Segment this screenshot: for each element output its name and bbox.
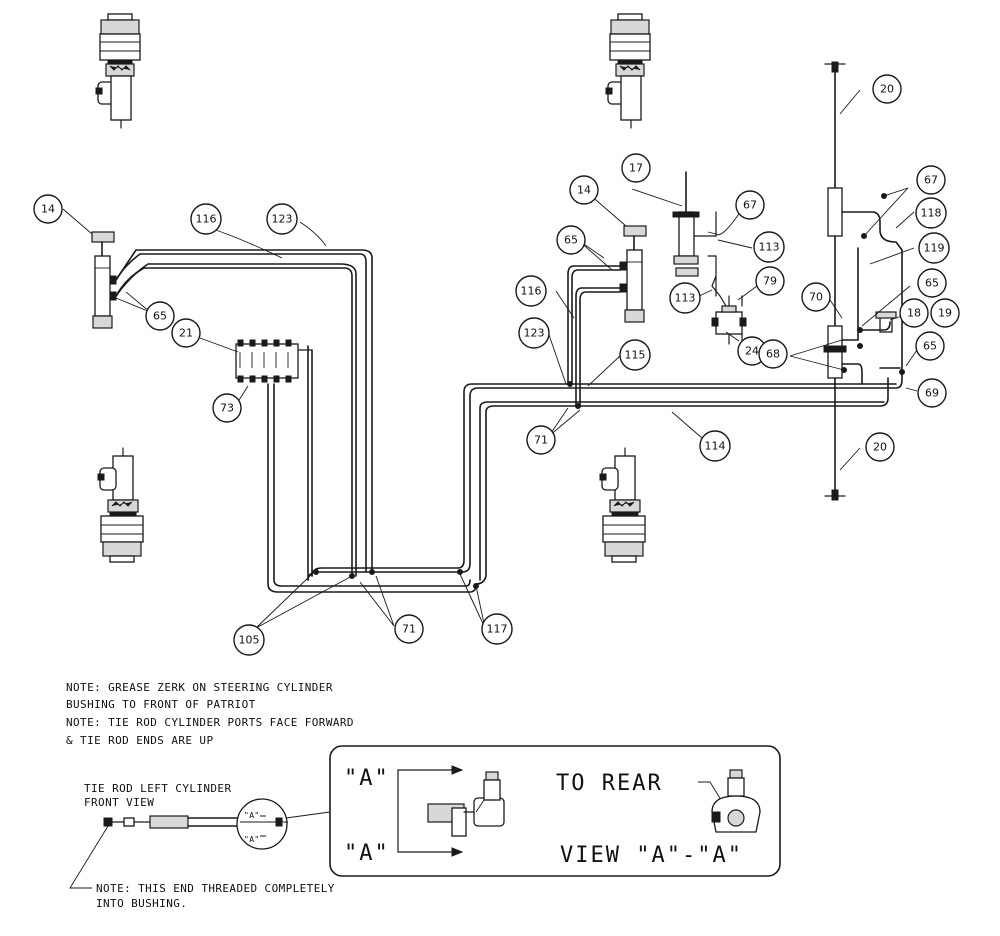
- svg-text:65: 65: [564, 234, 578, 247]
- balloon-20-top: 20: [872, 74, 902, 104]
- svg-text:115: 115: [625, 349, 646, 362]
- note-line-3: NOTE: TIE ROD CYLINDER PORTS FACE FORWAR…: [66, 716, 354, 729]
- note-line-4: & TIE ROD ENDS ARE UP: [66, 734, 213, 747]
- wheel-hub-bottom-left: [97, 447, 144, 563]
- svg-text:14: 14: [41, 203, 55, 216]
- balloon-123-left: 123: [266, 203, 298, 235]
- svg-text:17: 17: [629, 162, 643, 175]
- svg-text:67: 67: [743, 199, 757, 212]
- tie-rod-cylinder: [823, 61, 897, 501]
- leader-lines: [62, 89, 918, 629]
- svg-text:116: 116: [196, 213, 217, 226]
- svg-text:65: 65: [925, 277, 939, 290]
- balloon-65-left: 65: [145, 301, 175, 331]
- section-label-bottom: "A": [344, 841, 390, 866]
- balloon-123-right: 123: [518, 317, 550, 349]
- svg-text:123: 123: [272, 213, 293, 226]
- svg-text:20: 20: [880, 83, 894, 96]
- svg-text:68: 68: [766, 348, 780, 361]
- svg-text:67: 67: [924, 174, 938, 187]
- balloon-21: 21: [171, 318, 201, 348]
- svg-text:18: 18: [907, 307, 921, 320]
- control-valve: [672, 171, 717, 297]
- manifold-block: [235, 339, 313, 383]
- note-line-1: NOTE: GREASE ZERK ON STEERING CYLINDER: [66, 681, 333, 694]
- svg-text:117: 117: [487, 623, 508, 636]
- view-label: VIEW "A"-"A": [560, 843, 743, 868]
- note-line-2: BUSHING TO FRONT OF PATRIOT: [66, 698, 256, 711]
- svg-text:65: 65: [923, 340, 937, 353]
- balloon-71-right: 71: [526, 425, 556, 455]
- balloon-71-bottom: 71: [394, 614, 424, 644]
- balloon-119: 119: [918, 232, 950, 264]
- svg-text:71: 71: [402, 623, 416, 636]
- svg-text:79: 79: [763, 275, 777, 288]
- balloon-105: 105: [233, 624, 265, 656]
- wheel-hub-bottom-right: [599, 447, 646, 563]
- wheel-hub-top-right: [605, 13, 651, 129]
- svg-text:114: 114: [705, 440, 726, 453]
- wheel-hub-top-left: [95, 13, 141, 129]
- svg-text:116: 116: [521, 285, 542, 298]
- end-note-line-2: INTO BUSHING.: [96, 897, 187, 910]
- svg-text:69: 69: [925, 387, 939, 400]
- svg-text:24: 24: [745, 345, 759, 358]
- balloon-65-right-upper: 65: [917, 268, 947, 298]
- balloon-117: 117: [481, 613, 513, 645]
- steering-cylinder-left: [91, 231, 117, 329]
- balloon-67-mid: 67: [735, 190, 765, 220]
- svg-text:19: 19: [938, 307, 952, 320]
- section-part-rear: [711, 769, 761, 833]
- small-a-bottom: "A": [244, 835, 260, 844]
- section-part-side: [427, 771, 505, 837]
- svg-text:71: 71: [534, 434, 548, 447]
- svg-text:73: 73: [220, 402, 234, 415]
- balloon-116-right: 116: [515, 275, 547, 307]
- svg-text:123: 123: [524, 327, 545, 340]
- tie-rod-front-view: TIE ROD LEFT CYLINDER FRONT VIEW "A" "A"…: [69, 782, 335, 910]
- balloon-20-bottom: 20: [865, 432, 895, 462]
- svg-text:113: 113: [759, 241, 780, 254]
- balloon-115: 115: [619, 339, 651, 371]
- balloon-113-upper: 113: [753, 231, 785, 263]
- balloon-116-left: 116: [190, 203, 222, 235]
- balloon-79: 79: [755, 266, 785, 296]
- balloon-14-right: 14: [569, 175, 599, 205]
- balloon-118: 118: [915, 197, 947, 229]
- balloon-18: 18: [899, 298, 929, 328]
- svg-text:70: 70: [809, 291, 823, 304]
- balloon-65-right-lower: 65: [915, 331, 945, 361]
- balloon-19: 19: [930, 298, 960, 328]
- steering-cylinder-right: [619, 225, 647, 323]
- small-a-top: "A": [244, 811, 260, 820]
- tie-rod-subtitle: FRONT VIEW: [84, 796, 154, 809]
- svg-text:118: 118: [921, 207, 942, 220]
- svg-text:20: 20: [873, 441, 887, 454]
- svg-text:65: 65: [153, 310, 167, 323]
- balloon-114: 114: [699, 430, 731, 462]
- balloon-69: 69: [917, 378, 947, 408]
- tie-rod-title: TIE ROD LEFT CYLINDER: [84, 782, 231, 795]
- svg-text:21: 21: [179, 327, 193, 340]
- svg-text:14: 14: [577, 184, 591, 197]
- svg-text:119: 119: [924, 242, 945, 255]
- balloon-65-mid: 65: [556, 225, 586, 255]
- end-note-line-1: NOTE: THIS END THREADED COMPLETELY: [96, 882, 335, 895]
- balloon-68: 68: [758, 339, 788, 369]
- to-rear-label: TO REAR: [556, 771, 663, 796]
- flow-divider: [711, 295, 747, 345]
- balloon-113-lower: 113: [669, 282, 701, 314]
- svg-text:113: 113: [675, 292, 696, 305]
- detail-view-box: "A" "A" TO REAR VIEW "A"-"A": [329, 745, 781, 877]
- svg-text:105: 105: [239, 634, 260, 647]
- balloon-17: 17: [621, 153, 651, 183]
- installation-notes: NOTE: GREASE ZERK ON STEERING CYLINDER B…: [66, 681, 354, 747]
- balloon-70: 70: [801, 282, 831, 312]
- balloon-14-left: 14: [33, 194, 63, 224]
- section-label-top: "A": [344, 766, 390, 791]
- balloon-67-right: 67: [916, 165, 946, 195]
- balloon-73: 73: [212, 393, 242, 423]
